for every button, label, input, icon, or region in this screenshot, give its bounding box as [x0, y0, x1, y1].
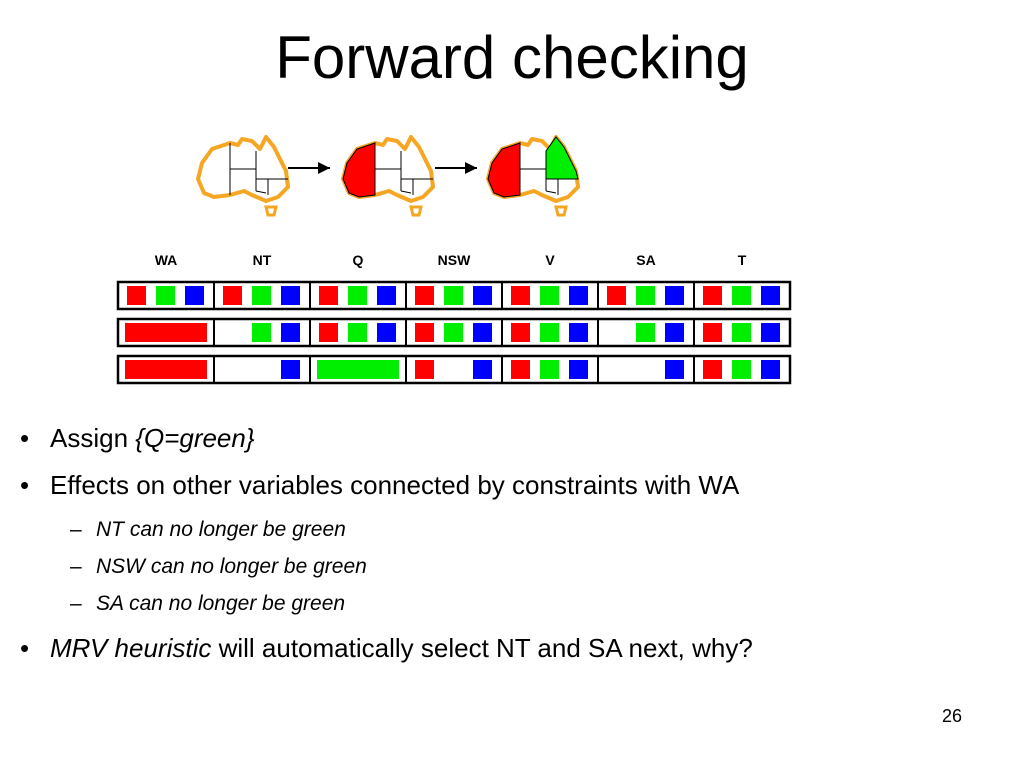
bullet-list: Assign {Q=green} Effects on other variab…	[18, 423, 998, 680]
red-value-square	[127, 286, 146, 305]
sub-bullet-sa: SA can no longer be green	[18, 591, 998, 616]
red-value-square	[703, 286, 722, 305]
red-value-square	[415, 323, 434, 342]
blue-value-square	[377, 323, 396, 342]
blue-value-square	[281, 323, 300, 342]
australia-map-3	[486, 135, 580, 217]
bullet-mrv-rest: will automatically select NT and SA next…	[211, 633, 753, 663]
state-border	[400, 190, 412, 194]
blue-value-square	[185, 286, 204, 305]
red-value-square	[511, 286, 530, 305]
red-value-square	[511, 323, 530, 342]
blue-value-square	[377, 286, 396, 305]
column-header-v: V	[545, 252, 555, 268]
domain-table: WA NT Q NSW V SA T	[116, 252, 792, 385]
blue-value-square	[665, 360, 684, 379]
red-value-square	[703, 323, 722, 342]
blue-value-square	[665, 323, 684, 342]
tasmania-shape	[409, 205, 423, 217]
blue-value-square	[665, 286, 684, 305]
blue-value-square	[761, 286, 780, 305]
column-header-q: Q	[353, 252, 364, 268]
column-header-nt: NT	[253, 252, 272, 268]
red-value-square	[607, 286, 626, 305]
green-value-square	[732, 286, 751, 305]
blue-value-square	[473, 286, 492, 305]
tasmania-shape	[554, 205, 568, 217]
australia-map-1	[196, 135, 290, 217]
red-value-square	[511, 360, 530, 379]
column-header-nsw: NSW	[438, 252, 471, 268]
green-value-square	[348, 323, 367, 342]
sub-bullet-nsw: NSW can no longer be green	[18, 554, 998, 579]
green-value-square	[348, 286, 367, 305]
column-header-wa: WA	[155, 252, 178, 268]
bullet-assign: Assign {Q=green}	[18, 423, 998, 453]
green-value-square	[444, 286, 463, 305]
green-value-square	[252, 323, 271, 342]
red-value-square	[415, 286, 434, 305]
green-value-square	[732, 323, 751, 342]
blue-value-square	[569, 286, 588, 305]
bullet-assign-prefix: Assign	[50, 423, 136, 453]
green-value-square	[636, 286, 655, 305]
red-value-square	[415, 360, 434, 379]
page-number: 26	[941, 706, 962, 726]
blue-value-square	[473, 323, 492, 342]
domain-row	[116, 354, 792, 385]
blue-value-square	[569, 360, 588, 379]
green-value-square	[156, 286, 175, 305]
green-value-square	[540, 360, 559, 379]
tasmania-shape	[264, 205, 278, 217]
bullet-mrv-emphasis: MRV heuristic	[50, 633, 212, 663]
state-border	[545, 190, 557, 194]
column-header-t: T	[738, 252, 747, 268]
green-value-square	[732, 360, 751, 379]
green-value-square	[444, 323, 463, 342]
wa-region-fill	[342, 142, 376, 198]
red-value-square	[319, 286, 338, 305]
blue-value-square	[761, 360, 780, 379]
green-value-square	[540, 286, 559, 305]
blue-value-square	[473, 360, 492, 379]
slide-title: Forward checking	[275, 24, 749, 91]
state-border	[255, 190, 267, 194]
bullet-mrv: MRV heuristic will automatically select …	[18, 633, 998, 663]
red-value-square	[703, 360, 722, 379]
blue-value-square	[281, 360, 300, 379]
bullet-assign-value: {Q=green}	[135, 423, 255, 453]
green-value-square	[252, 286, 271, 305]
column-header-sa: SA	[636, 252, 655, 268]
bullet-effects: Effects on other variables connected by …	[18, 470, 998, 500]
blue-value-square	[281, 286, 300, 305]
australia-maps-sequence	[196, 135, 580, 217]
blue-value-square	[761, 323, 780, 342]
assigned-red-bar	[125, 323, 207, 342]
assigned-red-bar	[125, 360, 207, 379]
assigned-green-bar	[317, 360, 399, 379]
blue-value-square	[569, 323, 588, 342]
wa-region-fill	[487, 142, 521, 198]
australia-map-2	[341, 135, 435, 217]
green-value-square	[540, 323, 559, 342]
red-value-square	[319, 323, 338, 342]
green-value-square	[636, 323, 655, 342]
red-value-square	[223, 286, 242, 305]
sub-bullet-nt: NT can no longer be green	[18, 517, 998, 542]
